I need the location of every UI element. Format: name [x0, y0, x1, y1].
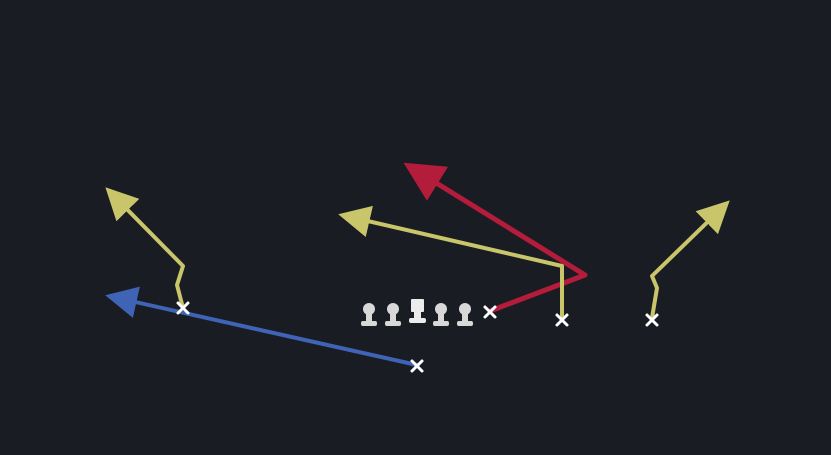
route-left-receiver [105, 187, 185, 310]
player-right-receiver [645, 313, 659, 327]
route-tight-end [403, 162, 588, 314]
route-back [105, 286, 419, 367]
route-slot-receiver [338, 205, 564, 320]
lineman-center [409, 299, 426, 323]
player-tight-end [483, 305, 497, 319]
route-right-receiver [650, 200, 730, 320]
player-slot-receiver [555, 313, 569, 327]
lineman-left-tackle [361, 303, 377, 326]
player-left-receiver [176, 301, 190, 315]
lineman-left-guard [385, 303, 401, 326]
player-back [410, 359, 424, 373]
lineman-right-tackle [457, 303, 473, 326]
lineman-right-guard [433, 303, 449, 326]
